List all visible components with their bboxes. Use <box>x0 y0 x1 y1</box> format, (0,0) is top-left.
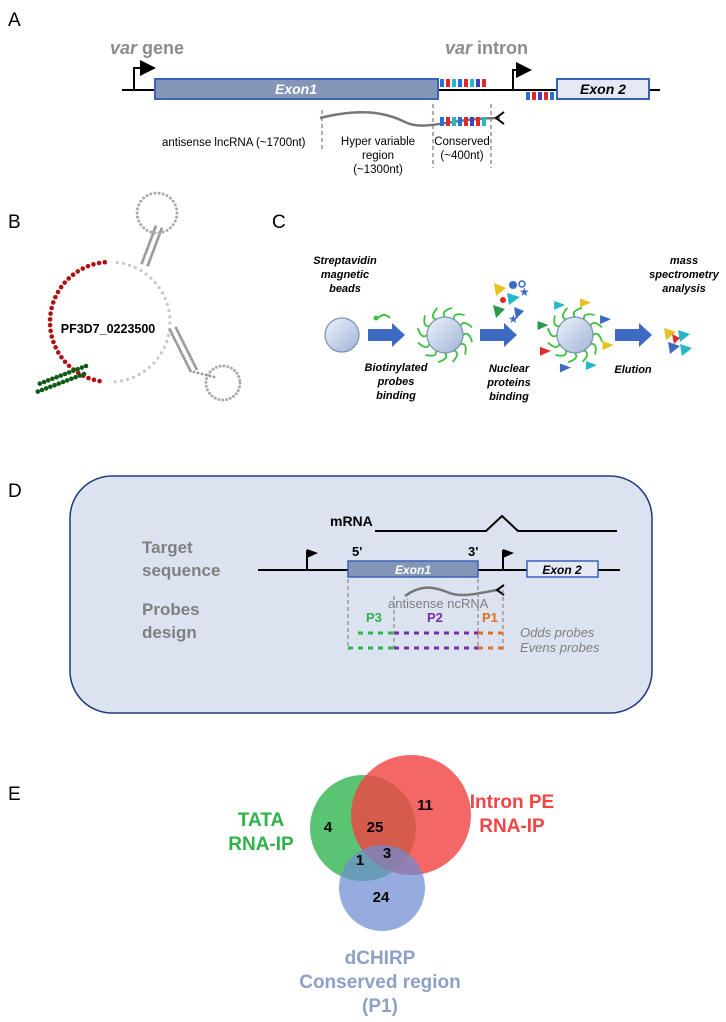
d-antisense-label: antisense ncRNA <box>388 596 489 611</box>
d-exon1-label: Exon1 <box>395 563 431 577</box>
probes-design-line2: design <box>142 623 197 642</box>
conserved-line2: (~400nt) <box>440 150 483 162</box>
streptavidin-line2: magnetic <box>321 269 369 281</box>
p2-label: P2 <box>427 610 443 625</box>
biotin-line1: Biotinylated <box>365 362 428 374</box>
panel-c-captions: Streptavidin magnetic beads Biotinylated… <box>313 255 720 403</box>
dchirp-label-line2: Conserved region <box>299 972 461 993</box>
hyper-variable-line1: Hyper variable <box>341 136 415 148</box>
process-arrow-3 <box>615 323 652 347</box>
exon2-box <box>556 78 650 100</box>
process-arrow-2 <box>480 323 517 347</box>
loose-probe-end <box>373 315 379 321</box>
evens-probes-label: Evens probes <box>520 640 600 655</box>
tss-arrow-intron <box>512 62 532 90</box>
conserved-block-exon2 <box>526 92 554 100</box>
bead-with-proteins <box>537 298 614 373</box>
tss-arrow-exon1 <box>133 60 156 90</box>
loose-probe <box>377 314 391 319</box>
antisense-lncrna-label: antisense lncRNA (~1700nt) <box>162 137 306 149</box>
antisense-arrowhead <box>494 111 505 125</box>
mass-spec-line3: analysis <box>662 283 705 295</box>
venn-circle-dchirp <box>339 845 425 931</box>
count-tata-intron: 25 <box>367 819 384 836</box>
tss-flag-1 <box>307 549 318 558</box>
region-boundaries <box>321 104 492 168</box>
probe-design-panel <box>69 475 653 714</box>
streptavidin-line3: beads <box>329 283 361 295</box>
mrna-line <box>375 514 617 532</box>
d-exon1-box <box>347 560 479 578</box>
var-gene-label: var gene <box>110 38 184 58</box>
odds-probes-label: Odds probes <box>520 625 595 640</box>
count-all-three: 3 <box>383 845 391 862</box>
panel-label-a: A <box>8 10 21 31</box>
magnetic-bead <box>324 317 360 353</box>
eluted-proteins <box>664 328 692 356</box>
tss-flag-2 <box>503 549 514 558</box>
dchirp-label-line3: (P1) <box>362 996 398 1017</box>
biotin-line3: binding <box>376 390 416 402</box>
process-arrow-1 <box>368 323 405 347</box>
gene-id-label: PF3D7_0223500 <box>61 322 156 336</box>
nuclear-line2: proteins <box>486 377 530 389</box>
exon2-label: Exon 2 <box>580 81 626 97</box>
target-sequence-line2: sequence <box>142 561 220 580</box>
bead-with-probes <box>417 307 473 363</box>
d-exon2-box <box>526 560 599 578</box>
rna-secondary-structure <box>35 191 242 402</box>
nuclear-proteins-cluster: ★ ★ <box>493 280 530 326</box>
streptavidin-line1: Streptavidin <box>313 255 377 267</box>
three-prime-label: 3' <box>468 544 478 559</box>
mass-spec-line2: spectrometry <box>649 269 720 281</box>
d-region-boundaries <box>347 579 504 650</box>
exon1-box <box>154 78 439 100</box>
count-tata-dchirp: 1 <box>356 852 364 869</box>
panel-label-c: C <box>272 212 286 233</box>
d-antisense-curve <box>404 586 498 598</box>
conserved-block-bottom <box>440 117 486 126</box>
p1-label: P1 <box>482 610 498 625</box>
probes-design-line1: Probes <box>142 600 200 619</box>
svg-text:★: ★ <box>519 285 530 299</box>
nuclear-line3: binding <box>489 391 529 403</box>
tata-label-line2: RNA-IP <box>228 834 294 855</box>
intron-label-line1: Intron PE <box>470 792 554 813</box>
hyper-variable-line3: (~1300nt) <box>353 164 403 176</box>
venn-circle-intron <box>351 755 471 875</box>
d-antisense-arrowhead <box>495 584 505 596</box>
count-dchirp-only: 24 <box>373 889 390 906</box>
five-prime-label: 5' <box>352 544 362 559</box>
p3-label: P3 <box>366 610 382 625</box>
count-intron-only: 11 <box>417 797 433 814</box>
target-sequence-line1: Target <box>142 538 193 557</box>
intron-label-line2: RNA-IP <box>479 816 545 837</box>
conserved-line1: Conserved <box>434 136 490 148</box>
venn-counts: 4 25 11 1 3 24 <box>324 797 433 906</box>
var-intron-label: var intron <box>445 38 528 58</box>
count-tata-only: 4 <box>324 819 333 836</box>
d-exon2-label: Exon 2 <box>542 563 582 577</box>
antisense-lncrna-curve <box>319 110 501 127</box>
elution-label: Elution <box>614 364 652 376</box>
tata-label-line1: TATA <box>238 810 285 831</box>
panel-label-b: B <box>8 212 21 233</box>
hyper-variable-line2: region <box>362 150 394 162</box>
biotin-line2: probes <box>377 376 415 388</box>
conserved-block-top <box>440 79 486 87</box>
svg-text:★: ★ <box>508 312 519 326</box>
exon1-label: Exon1 <box>275 81 317 97</box>
panel-label-e: E <box>8 784 21 805</box>
mass-spec-line1: mass <box>670 255 698 267</box>
nuclear-line1: Nuclear <box>489 363 530 375</box>
panel-label-d: D <box>8 481 22 502</box>
mrna-label: mRNA <box>330 513 373 529</box>
dchirp-label-line1: dCHIRP <box>345 948 416 969</box>
